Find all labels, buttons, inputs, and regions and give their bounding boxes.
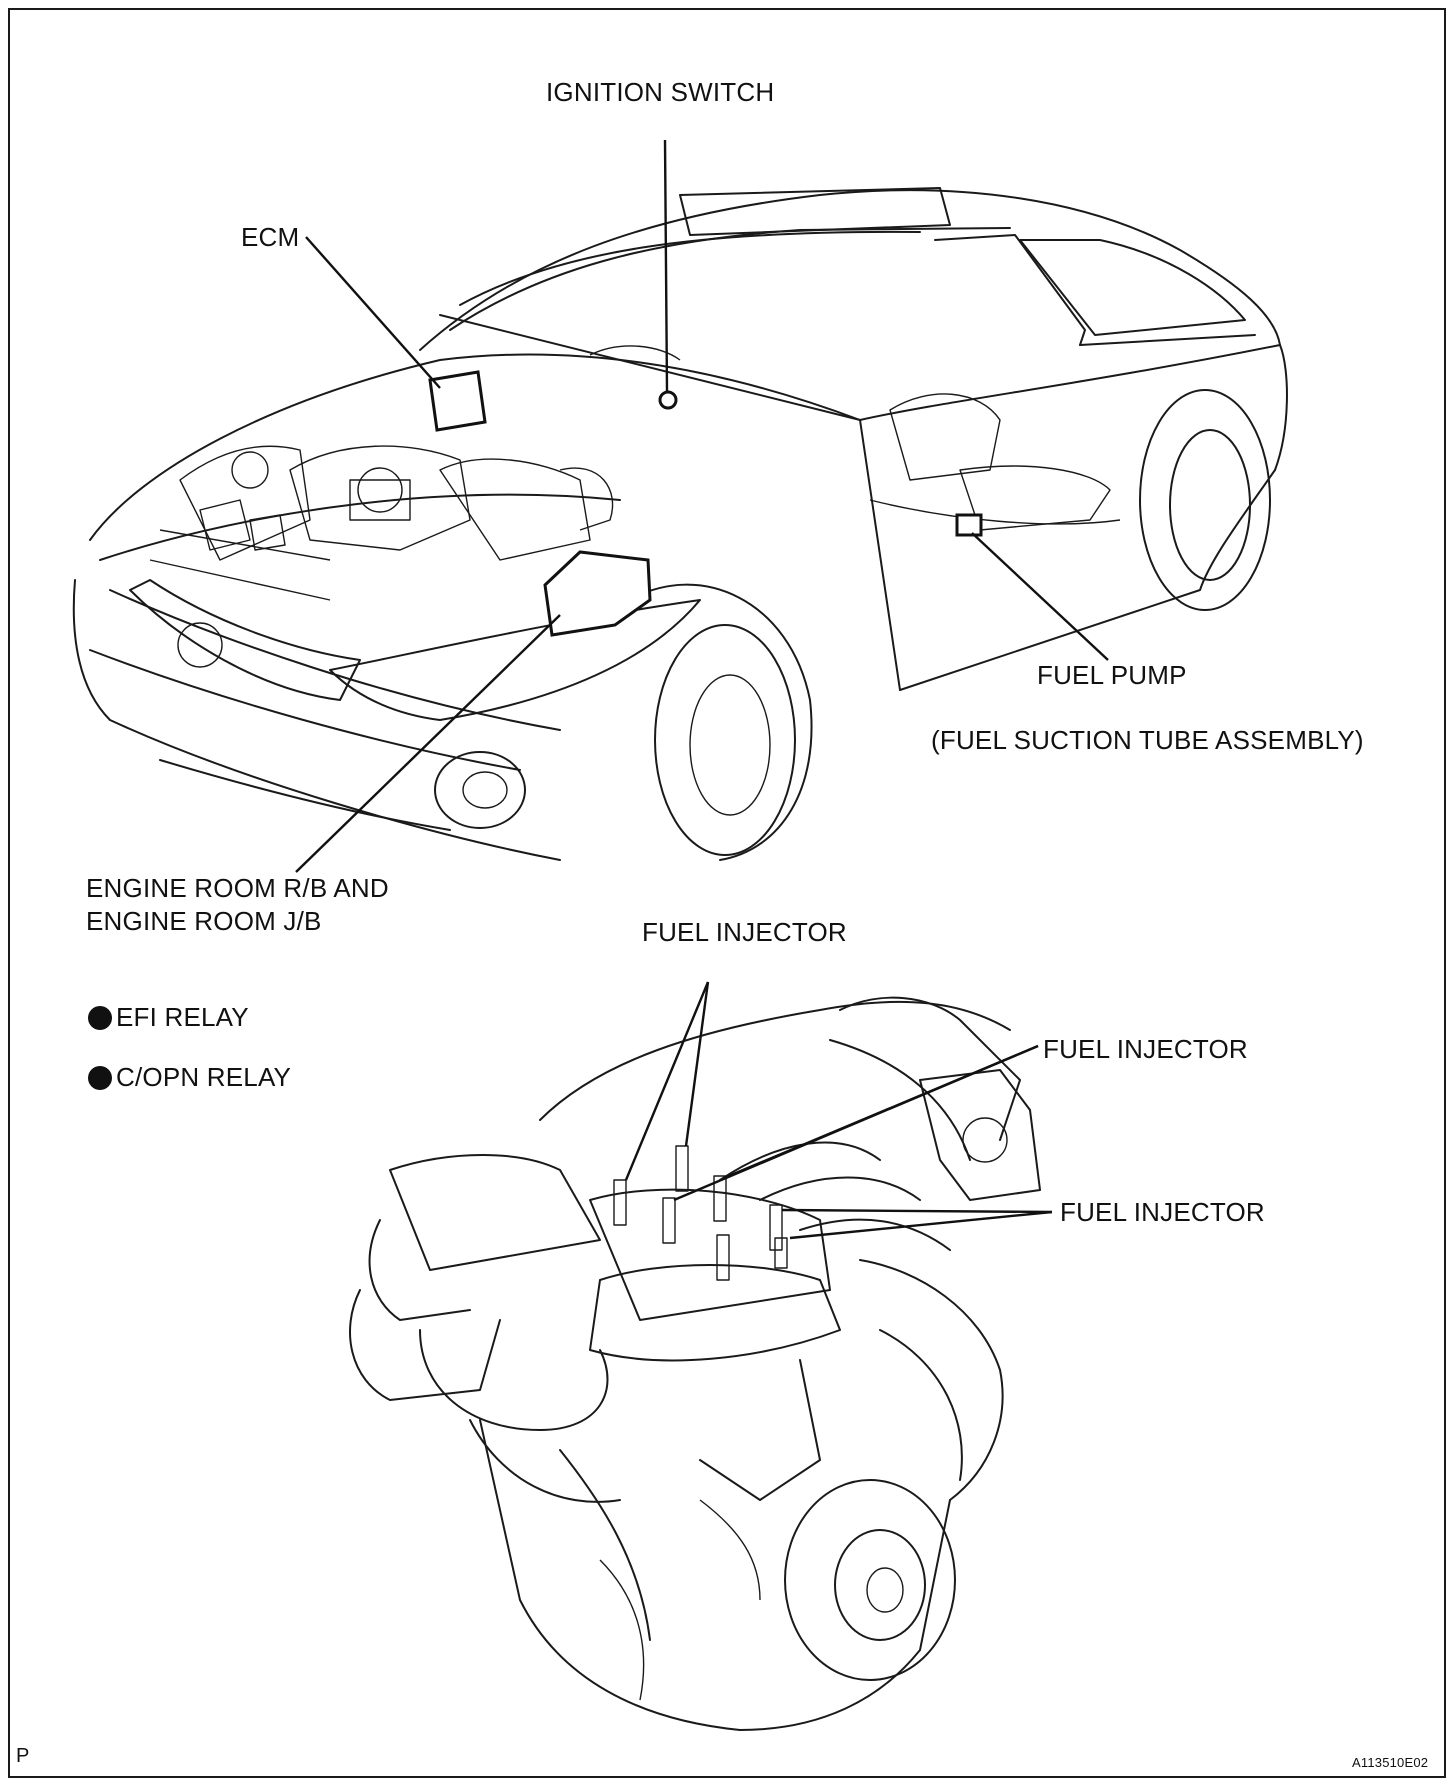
- copn-relay-legend: C/OPN RELAY: [88, 1062, 291, 1093]
- leader-lines: [295, 139, 1109, 1240]
- ignition-switch-label: IGNITION SWITCH: [546, 77, 775, 107]
- engine-room-relay-box: [543, 550, 652, 637]
- ignition-switch-part: [658, 390, 678, 410]
- fuel-pump-part: [955, 513, 983, 537]
- figure-border: [8, 8, 1446, 1778]
- fuel-injector-label-top: FUEL INJECTOR: [642, 917, 847, 947]
- figure-code: A113510E02: [1352, 1755, 1429, 1770]
- engine-room-rb-label: ENGINE ROOM R/B AND: [86, 873, 389, 903]
- car-illustration: [72, 187, 1288, 861]
- ecm-label: ECM: [241, 222, 300, 252]
- filled-circle-icon: [88, 1005, 112, 1030]
- efi-relay-legend: EFI RELAY: [88, 1002, 249, 1033]
- fuel-pump-label: FUEL PUMP: [1037, 660, 1187, 690]
- engine-illustration: [349, 996, 1041, 1731]
- fuel-injector-label-right-lower: FUEL INJECTOR: [1060, 1197, 1265, 1227]
- fuel-suction-tube-label: (FUEL SUCTION TUBE ASSEMBLY): [931, 725, 1364, 755]
- engine-bay-detail: [149, 445, 614, 601]
- corner-letter: P: [16, 1745, 30, 1767]
- fuel-injector-parts: [613, 1145, 788, 1281]
- ecm-module: [428, 370, 487, 432]
- engine-room-jb-label: ENGINE ROOM J/B: [86, 906, 322, 936]
- filled-circle-icon: [88, 1065, 112, 1090]
- efi-relay-label: EFI RELAY: [116, 1002, 249, 1032]
- fuel-injector-label-right-upper: FUEL INJECTOR: [1043, 1034, 1248, 1064]
- copn-relay-label: C/OPN RELAY: [116, 1062, 292, 1092]
